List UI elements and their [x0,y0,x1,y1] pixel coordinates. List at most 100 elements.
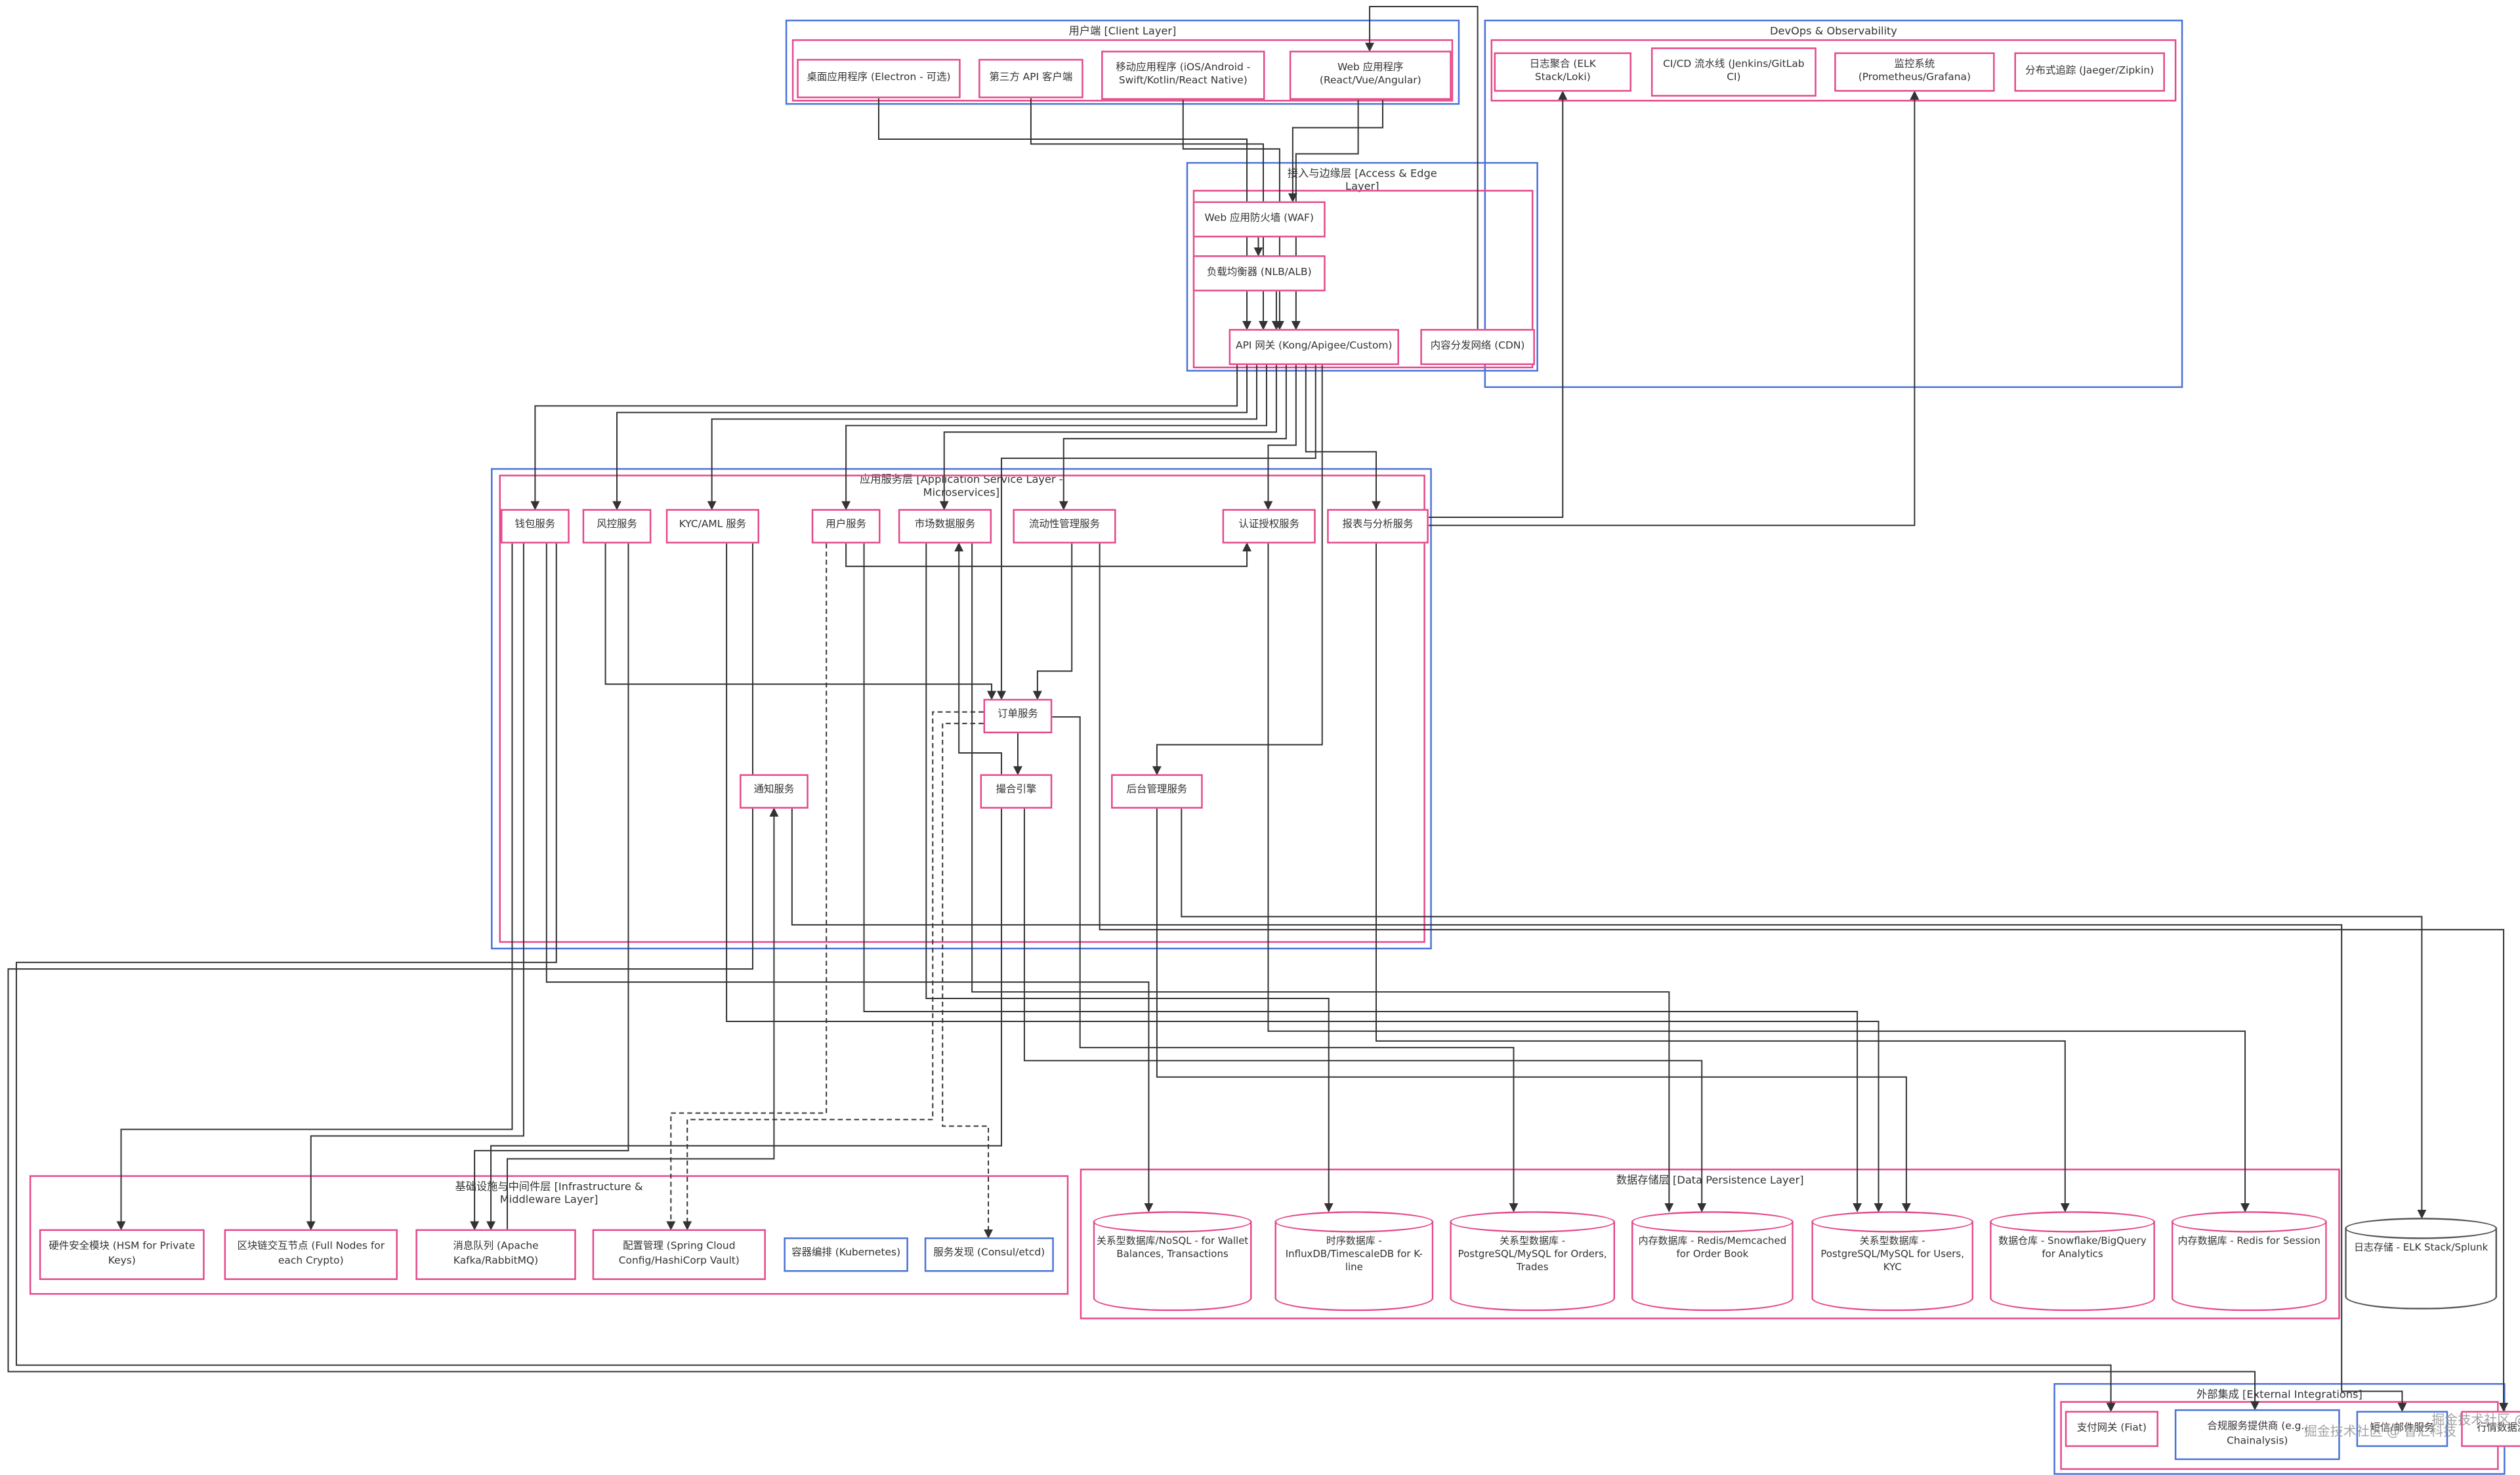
node-auth-service: 认证授权服务 [1222,509,1316,544]
edge-api-gateway-to-admin-service [1152,365,1323,776]
cluster-app-service-layer-inner [499,475,1425,943]
cluster-devops-layer: DevOps & Observability [1484,19,2183,388]
node-db-logs: 日志存储 - ELK Stack/Splunk [2345,1218,2498,1310]
cluster-app-service-layer: 应用服务层 [Application Service Layer - Micro… [491,468,1432,950]
edge-order-service-to-service-discovery [942,723,994,1239]
edge-web-app-to-waf [1288,100,1384,203]
edge-admin-service-to-db-logs [1181,808,2427,1219]
cluster-label-infrastructure-layer: 基础设施与中间件层 [Infrastructure & Middleware L… [455,1180,643,1207]
node-message-queue: 消息队列 (Apache Kafka/RabbitMQ) [415,1229,576,1280]
node-compliance-provider: 合规服务提供商 (e.g., Chainalysis) [2174,1409,2340,1461]
node-label-db-orders: 关系型数据库 - PostgreSQL/MySQL for Orders, Tr… [1458,1235,1607,1273]
cluster-infrastructure-layer: 基础设施与中间件层 [Infrastructure & Middleware L… [29,1175,1069,1295]
cluster-label-devops-layer: DevOps & Observability [1770,24,1897,38]
edge-desktop-app-to-api-gateway [878,98,1252,330]
cluster-label-data-layer: 数据存储层 [Data Persistence Layer] [1616,1173,1804,1187]
edge-auth-service-to-db-session [1267,543,2250,1212]
edge-api-gateway-to-risk-service [612,365,1248,511]
edge-order-service-to-config-management [682,711,984,1231]
cluster-client-layer: 用户端 [Client Layer] [785,19,1460,105]
node-label-db-users: 关系型数据库 - PostgreSQL/MySQL for Users, KYC [1820,1235,1965,1273]
database-cylinder-body [1990,1221,2155,1312]
node-service-discovery: 服务发现 (Consul/etcd) [924,1237,1054,1272]
node-label-db-timeseries: 时序数据库 - InfluxDB/TimescaleDB for K-line [1285,1235,1423,1273]
node-liquidity-service: 流动性管理服务 [1013,509,1116,544]
edge-risk-service-to-order-service [604,543,997,700]
cluster-label-client-layer: 用户端 [Client Layer] [1068,24,1177,38]
edge-risk-service-to-message-queue [470,543,629,1231]
edge-web-app-to-api-gateway [1291,100,1359,330]
edge-reporting-service-to-db-warehouse [1376,543,2070,1212]
edge-mobile-app-to-api-gateway [1182,100,1284,330]
edge-api-gateway-to-auth-service [1263,365,1297,511]
database-cylinder-body [1631,1221,1794,1312]
node-desktop-app: 桌面应用程序 (Electron - 可选) [797,58,961,98]
edge-api-gateway-to-market-data-service [939,365,1277,511]
edge-reporting-service-to-monitoring [1428,90,1920,526]
node-db-users: 关系型数据库 - PostgreSQL/MySQL for Users, KYC [1811,1211,1974,1312]
node-db-timeseries: 时序数据库 - InfluxDB/TimescaleDB for K-line [1274,1211,1434,1312]
node-third-party-api: 第三方 API 客户端 [978,58,1083,98]
node-api-gateway: API 网关 (Kong/Apigee/Custom) [1228,329,1399,366]
node-db-session: 内存数据库 - Redis for Session [2171,1211,2327,1312]
node-cicd: CI/CD 流水线 (Jenkins/GitLab CI) [1650,47,1816,97]
edge-wallet-service-to-db-wallet [545,543,1154,1212]
node-monitoring: 监控系统 (Prometheus/Grafana) [1834,52,1995,92]
edge-wallet-service-to-hsm [116,543,513,1231]
node-payment-gateway: 支付网关 (Fiat) [2065,1411,2158,1447]
node-kyc-service: KYC/AML 服务 [665,509,759,544]
edge-api-gateway-to-kyc-service [707,365,1258,511]
database-cylinder-top [1990,1211,2155,1233]
node-user-service: 用户服务 [811,509,881,544]
node-container-orchestration: 容器编排 (Kubernetes) [784,1237,908,1272]
node-log-aggregation: 日志聚合 (ELK Stack/Loki) [1494,52,1632,92]
cluster-data-layer: 数据存储层 [Data Persistence Layer] [1080,1168,2340,1319]
edge-admin-service-to-db-users [1156,808,1911,1212]
database-cylinder-body [1093,1221,1252,1312]
edge-message-queue-to-notification-service [506,807,779,1229]
database-cylinder-body [2171,1221,2327,1312]
database-cylinder-body [1811,1221,1974,1312]
edge-matching-engine-to-message-queue [486,808,1003,1231]
node-admin-service: 后台管理服务 [1111,774,1203,809]
edge-api-gateway-to-wallet-service [530,365,1238,511]
watermark-text: 掘金技术社区 @ 智汇科技 [2431,1412,2520,1428]
cluster-label-external-layer: 外部集成 [External Integrations] [2196,1388,2362,1401]
node-cdn: 内容分发网络 (CDN) [1420,329,1535,366]
node-db-orderbook: 内存数据库 - Redis/Memcached for Order Book [1631,1211,1794,1312]
edge-user-service-to-config-management [666,543,828,1231]
database-cylinder-body [2345,1228,2498,1310]
edge-liquidity-service-to-market-data-feed [1099,543,2509,1413]
node-db-wallet: 关系型数据库/NoSQL - for Wallet Balances, Tran… [1093,1211,1252,1312]
edge-market-data-service-to-db-timeseries [925,543,1334,1212]
database-cylinder-top [1274,1211,1434,1233]
edge-liquidity-service-to-order-service [1032,543,1073,700]
cluster-label-app-service-layer: 应用服务层 [Application Service Layer - Micro… [860,473,1063,500]
database-cylinder-top [1811,1211,1974,1233]
edge-market-data-service-to-db-orderbook [971,543,1674,1212]
database-cylinder-top [1631,1211,1794,1233]
node-web-app: Web 应用程序 (React/Vue/Angular) [1289,51,1452,100]
edge-kyc-service-to-compliance-provider [7,543,2260,1411]
edge-user-service-to-db-users [863,543,1862,1212]
node-matching-engine: 撮合引擎 [980,774,1053,809]
node-reporting-service: 报表与分析服务 [1327,509,1429,544]
node-label-db-logs: 日志存储 - ELK Stack/Splunk [2353,1242,2488,1254]
edge-wallet-service-to-blockchain-nodes [306,543,524,1231]
edge-wallet-service-to-payment-gateway [15,543,2116,1413]
node-db-warehouse: 数据仓库 - Snowflake/BigQuery for Analytics [1990,1211,2155,1312]
node-label-db-orderbook: 内存数据库 - Redis/Memcached for Order Book [1638,1235,1787,1260]
node-mobile-app: 移动应用程序 (iOS/Android - Swift/Kotlin/React… [1101,51,1265,100]
edge-matching-engine-to-market-data-service [954,542,1003,775]
database-cylinder-body [1450,1221,1616,1312]
database-cylinder-top [1093,1211,1252,1233]
node-order-service: 订单服务 [983,698,1053,734]
edge-user-service-to-auth-service [845,542,1252,567]
node-risk-service: 风控服务 [582,509,652,544]
node-notification-service: 通知服务 [740,774,808,809]
watermark-text: 掘金技术社区 @ 智汇科技 [2303,1424,2456,1439]
node-load-balancer: 负载均衡器 (NLB/ALB) [1192,255,1326,291]
node-wallet-service: 钱包服务 [501,509,570,544]
